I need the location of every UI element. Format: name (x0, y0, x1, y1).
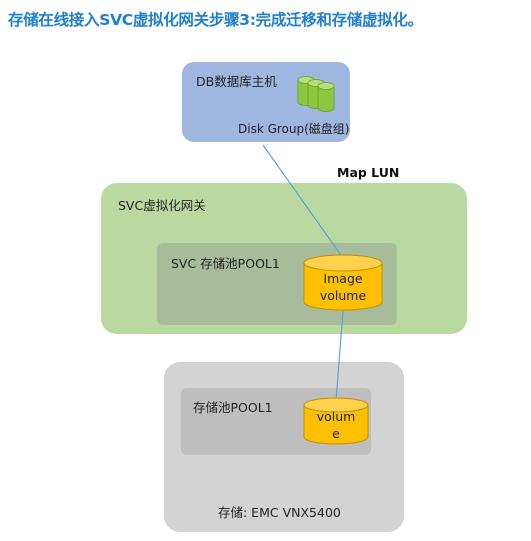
storage-pool-label: 存储池POOL1 (193, 400, 273, 415)
storage-volume-label: volum e (316, 409, 356, 441)
db-host-label: DB数据库主机 (196, 74, 277, 89)
svc-pool-label: SVC 存储池POOL1 (171, 256, 280, 271)
storage-label: 存储: EMC VNX5400 (218, 505, 341, 520)
page-title: 存储在线接入SVC虚拟化网关步骤3:完成迁移和存储虚拟化。 (8, 11, 423, 29)
svc-gateway-label: SVC虚拟化网关 (118, 198, 206, 213)
map-lun-label: Map LUN (337, 165, 400, 180)
image-volume-label: Image volume (319, 271, 367, 303)
disk-group-label: Disk Group(磁盘组) (238, 122, 350, 136)
